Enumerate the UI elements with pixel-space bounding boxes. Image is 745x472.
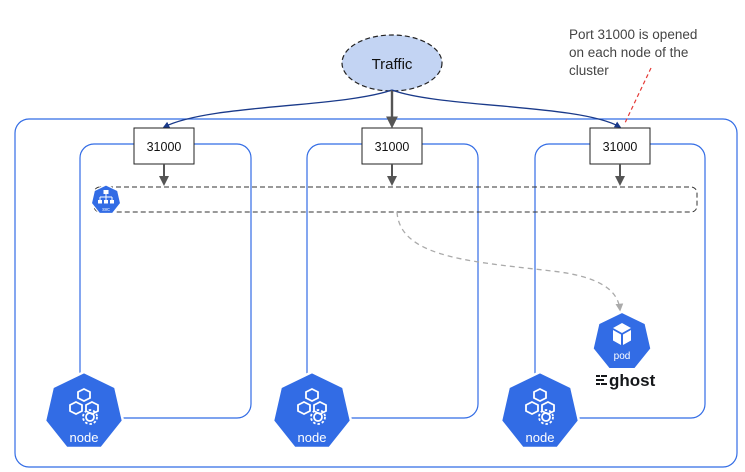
pod-label: pod [614,351,631,362]
ghost-logo-icon: ghost [596,371,656,390]
ghost-app-name: ghost [609,371,656,390]
port-annotation: Port 31000 is opened on each node of the… [569,27,701,126]
node-label-3: node [526,430,555,445]
annotation-line-3: cluster [569,63,609,78]
annotation-line-1: Port 31000 is opened [569,27,697,42]
traffic-arrow-left [162,89,393,128]
service-icon-label: svc [102,207,110,213]
node-icon-1: node [43,370,125,450]
pod-icon: pod [591,310,653,370]
port-label-2: 31000 [375,140,410,154]
port-box-1: 31000 [133,127,195,165]
port-box-3: 31000 [589,127,651,165]
node-label-1: node [70,430,99,445]
service-bar [93,186,698,213]
node-box-2 [306,143,479,419]
node-icon-2: node [271,370,353,450]
annotation-line-2: on each node of the [569,45,688,60]
annotation-pointer [623,67,652,126]
service-icon: svc [90,184,122,215]
port-label-3: 31000 [603,140,638,154]
traffic-label: Traffic [372,56,413,73]
traffic-source: Traffic [341,34,443,92]
port-label-1: 31000 [147,140,182,154]
node-label-2: node [298,430,327,445]
cluster-boundary [14,118,738,468]
node-icon-3: node [499,370,581,450]
traffic-arrow-right [391,89,622,128]
port-box-2: 31000 [361,127,423,165]
svg-text:Port 31000 is opened on: Port 31000 is opened on each node of the… [569,27,701,78]
service-to-pod-route [396,211,624,312]
